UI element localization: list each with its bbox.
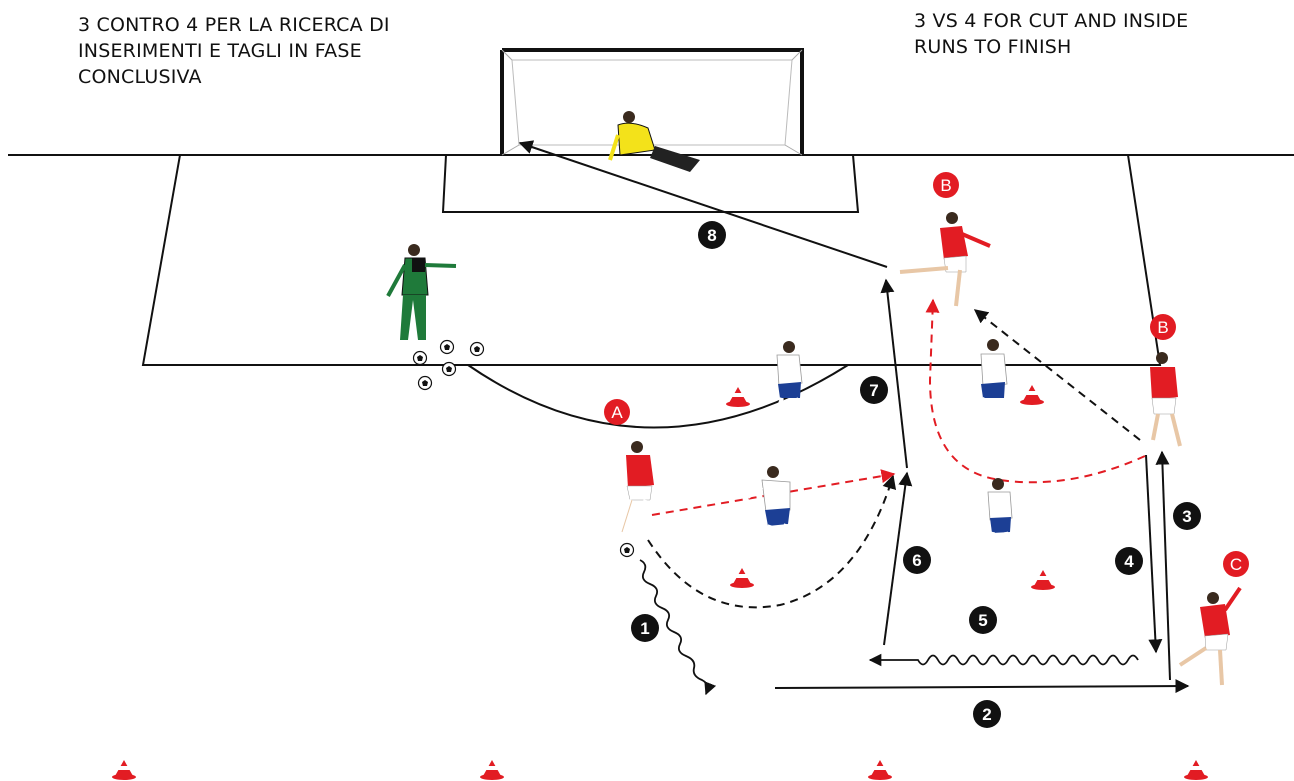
title-italian-line-3: CONCLUSIVA [78, 66, 202, 88]
cone [730, 568, 754, 588]
step-badge-1: 1 [631, 614, 659, 642]
step-badge-8: 8 [698, 221, 726, 249]
coach [386, 244, 457, 340]
step-2-text: 2 [982, 705, 991, 724]
movement-paths [518, 140, 1190, 696]
cone [480, 760, 504, 780]
path-5-dribble [868, 653, 1139, 667]
cone [1020, 385, 1044, 405]
path-red-curve [925, 298, 1146, 484]
path-3-run [1155, 450, 1171, 681]
path-1-dribble [639, 559, 717, 696]
step-3-text: 3 [1182, 507, 1191, 526]
defender-1 [771, 341, 805, 426]
cone [868, 760, 892, 780]
title-italian-line-1: 3 CONTRO 4 PER LA RICERCA DI [78, 14, 390, 36]
defender-3 [966, 339, 1008, 429]
badge-c-text: C [1230, 555, 1242, 574]
cone [112, 760, 136, 780]
drill-title-italian: 3 CONTRO 4 PER LA RICERCA DI INSERIMENTI… [78, 12, 458, 90]
step-badge-2: 2 [973, 700, 1001, 728]
badge-b-right: B [1150, 314, 1176, 340]
path-4-pass [1145, 454, 1163, 654]
goal-area [441, 154, 860, 213]
path-2-pass [774, 679, 1190, 694]
step-7-text: 7 [869, 381, 878, 400]
badge-b-right-text: B [1157, 318, 1168, 337]
goal [500, 48, 804, 156]
title-english-line-2: RUNS TO FINISH [914, 36, 1072, 58]
badge-c: C [1223, 551, 1249, 577]
badge-b-top-text: B [940, 176, 951, 195]
defender-4 [986, 478, 1014, 566]
cone [1031, 570, 1055, 590]
step-badge-5: 5 [969, 606, 997, 634]
penalty-area [141, 154, 1162, 366]
path-b-run [973, 309, 1141, 441]
step-1-text: 1 [640, 619, 649, 638]
attacker-b-right [1150, 352, 1182, 447]
cone [726, 387, 750, 407]
path-6-pass [883, 471, 913, 646]
path-8-shot [518, 140, 888, 268]
attacker-a [619, 441, 654, 558]
step-badge-3: 3 [1173, 502, 1201, 530]
step-8-text: 8 [707, 226, 716, 245]
attacker-c [1178, 586, 1242, 686]
title-english-line-1: 3 VS 4 FOR CUT AND INSIDE [914, 10, 1189, 32]
step-badge-4: 4 [1115, 547, 1143, 575]
cones [112, 385, 1208, 780]
defender-2 [746, 466, 791, 557]
step-6-text: 6 [912, 551, 921, 570]
attacker-b-top [899, 212, 991, 307]
step-badge-6: 6 [903, 546, 931, 574]
goalkeeper [608, 111, 700, 172]
pitch-markings [8, 154, 1294, 429]
path-7-run [880, 278, 908, 469]
cone [1184, 760, 1208, 780]
step-5-text: 5 [978, 611, 987, 630]
badge-a-text: A [611, 403, 623, 422]
path-a-run [647, 474, 897, 609]
step-4-text: 4 [1124, 552, 1134, 571]
badge-a: A [604, 399, 630, 425]
drill-title-english: 3 VS 4 FOR CUT AND INSIDE RUNS TO FINISH [914, 8, 1244, 60]
title-italian-line-2: INSERIMENTI E TAGLI IN FASE [78, 40, 362, 62]
badge-b-top: B [933, 172, 959, 198]
step-badge-7: 7 [860, 376, 888, 404]
